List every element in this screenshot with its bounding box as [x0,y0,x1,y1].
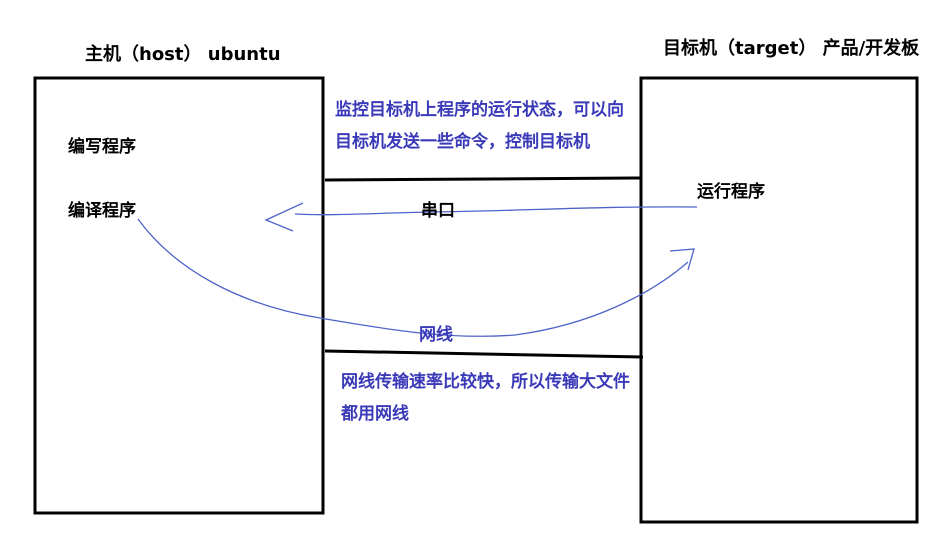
host-item-write-program: 编写程序 [68,137,136,157]
network-arrow-path [137,218,689,337]
serial-note-line1: 监控目标机上程序的运行状态，可以向 [335,100,624,120]
network-note-line1: 网线传输速率比较快，所以传输大文件 [341,372,630,392]
serial-label: 串口 [421,201,455,221]
serial-line [324,176,642,182]
network-label: 网线 [419,325,453,345]
serial-note-line2: 目标机发送一些命令，控制目标机 [335,132,590,152]
serial-arrow-path [294,206,698,216]
host-box [33,76,325,515]
network-arrowhead [669,248,695,271]
network-line [324,349,644,359]
target-box [639,76,919,524]
host-title: 主机（host） ubuntu [85,44,281,65]
target-item-run-program: 运行程序 [697,182,765,202]
serial-arrowhead [264,202,304,232]
network-note-line2: 都用网线 [341,404,409,424]
host-item-compile-program: 编译程序 [68,201,136,221]
target-title: 目标机（target） 产品/开发板 [663,38,920,59]
